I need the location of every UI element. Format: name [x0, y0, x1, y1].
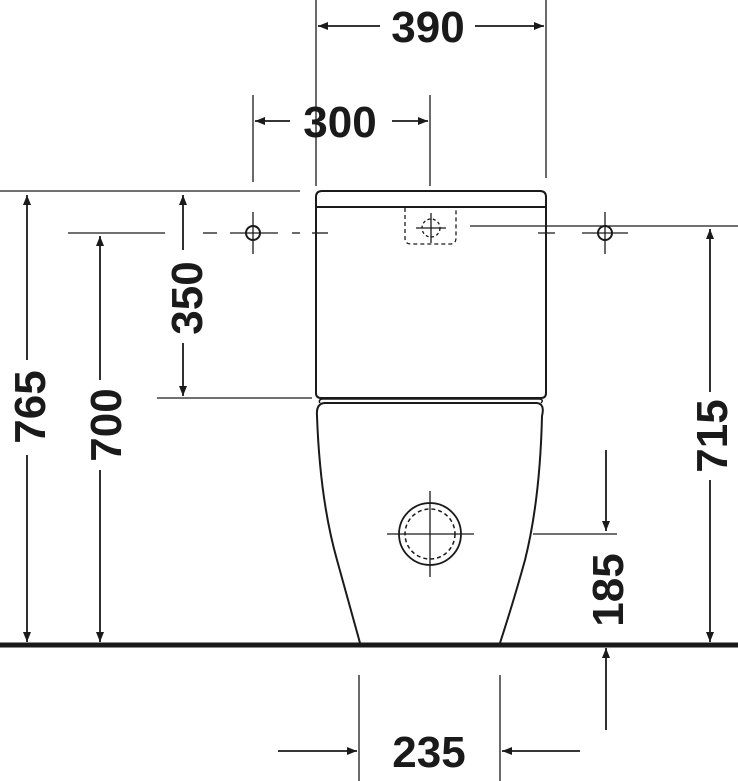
right-fixing-hole-icon	[538, 212, 628, 254]
dimension-label-700: 700	[82, 388, 131, 461]
dimension-label-715: 715	[688, 399, 737, 472]
dimension-label-390: 390	[391, 3, 464, 52]
flush-button-icon	[404, 208, 457, 245]
bowl	[315, 398, 544, 644]
dimension-label-235: 235	[392, 728, 465, 777]
dimension-label-350: 350	[163, 261, 212, 334]
dimension-label-300: 300	[303, 98, 376, 147]
dimension-label-185: 185	[584, 553, 633, 626]
dimension-arrows	[23, 22, 714, 755]
left-fixing-hole-icon	[203, 212, 328, 254]
outlet-icon	[387, 491, 474, 577]
dimension-label-765: 765	[6, 370, 55, 443]
cistern	[315, 190, 547, 399]
